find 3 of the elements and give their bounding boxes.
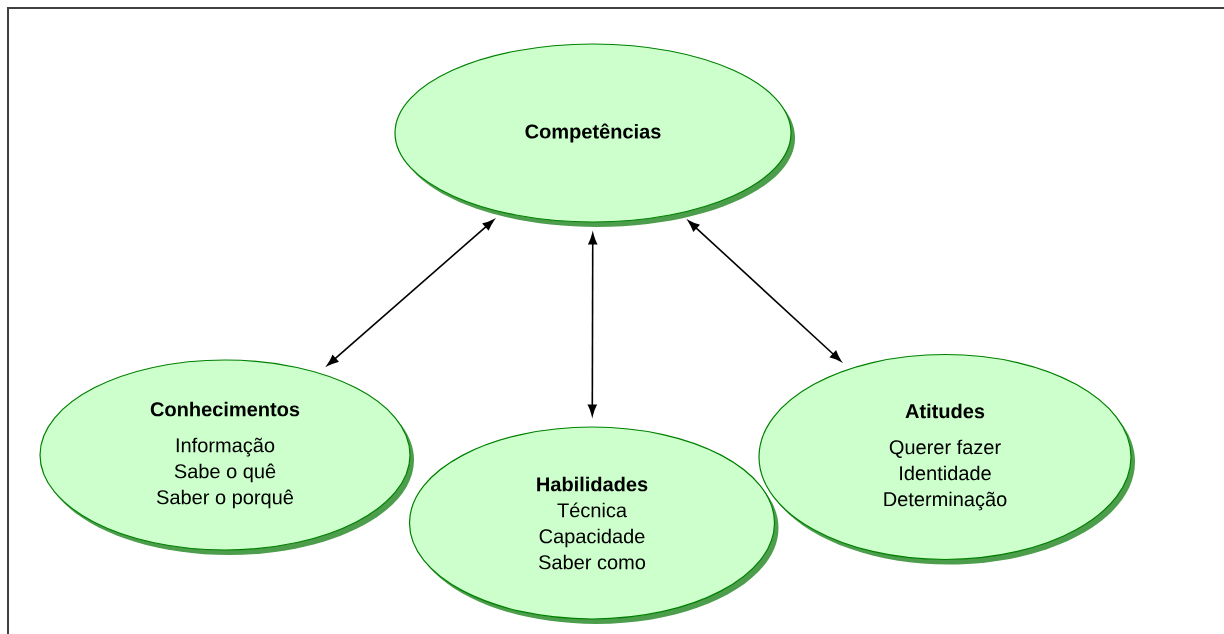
arrow	[587, 233, 598, 416]
arrow	[326, 219, 495, 366]
arrow	[688, 220, 842, 362]
